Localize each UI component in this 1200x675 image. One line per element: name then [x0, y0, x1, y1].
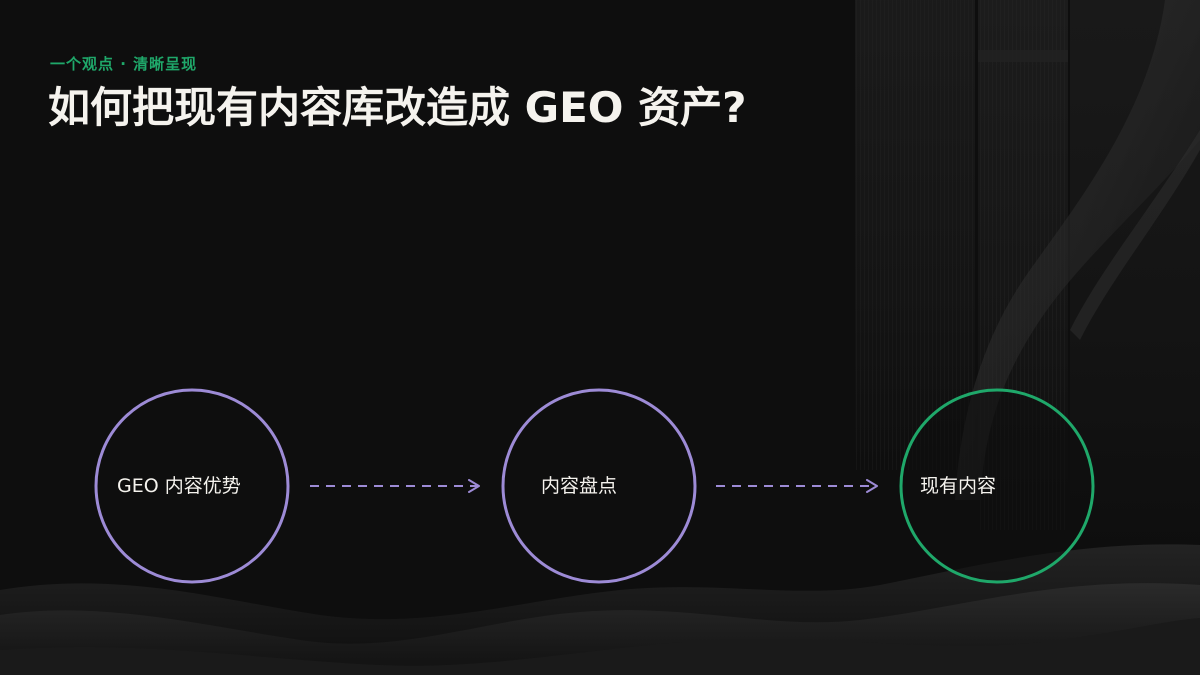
ribbon-decoration	[955, 0, 1200, 500]
page-title: 如何把现有内容库改造成 GEO 资产?	[48, 83, 747, 132]
node-label-geo-advantage: GEO 内容优势	[117, 475, 241, 497]
node-label-content-audit: 内容盘点	[541, 475, 618, 497]
node-label-existing-content: 现有内容	[920, 475, 997, 497]
dunes-decoration	[0, 544, 1200, 675]
node-geo-advantage	[94, 388, 290, 584]
eyebrow-tag: 一个观点 · 清晰呈现	[50, 55, 198, 73]
node-content-audit	[501, 388, 697, 584]
node-existing-content	[899, 388, 1095, 584]
